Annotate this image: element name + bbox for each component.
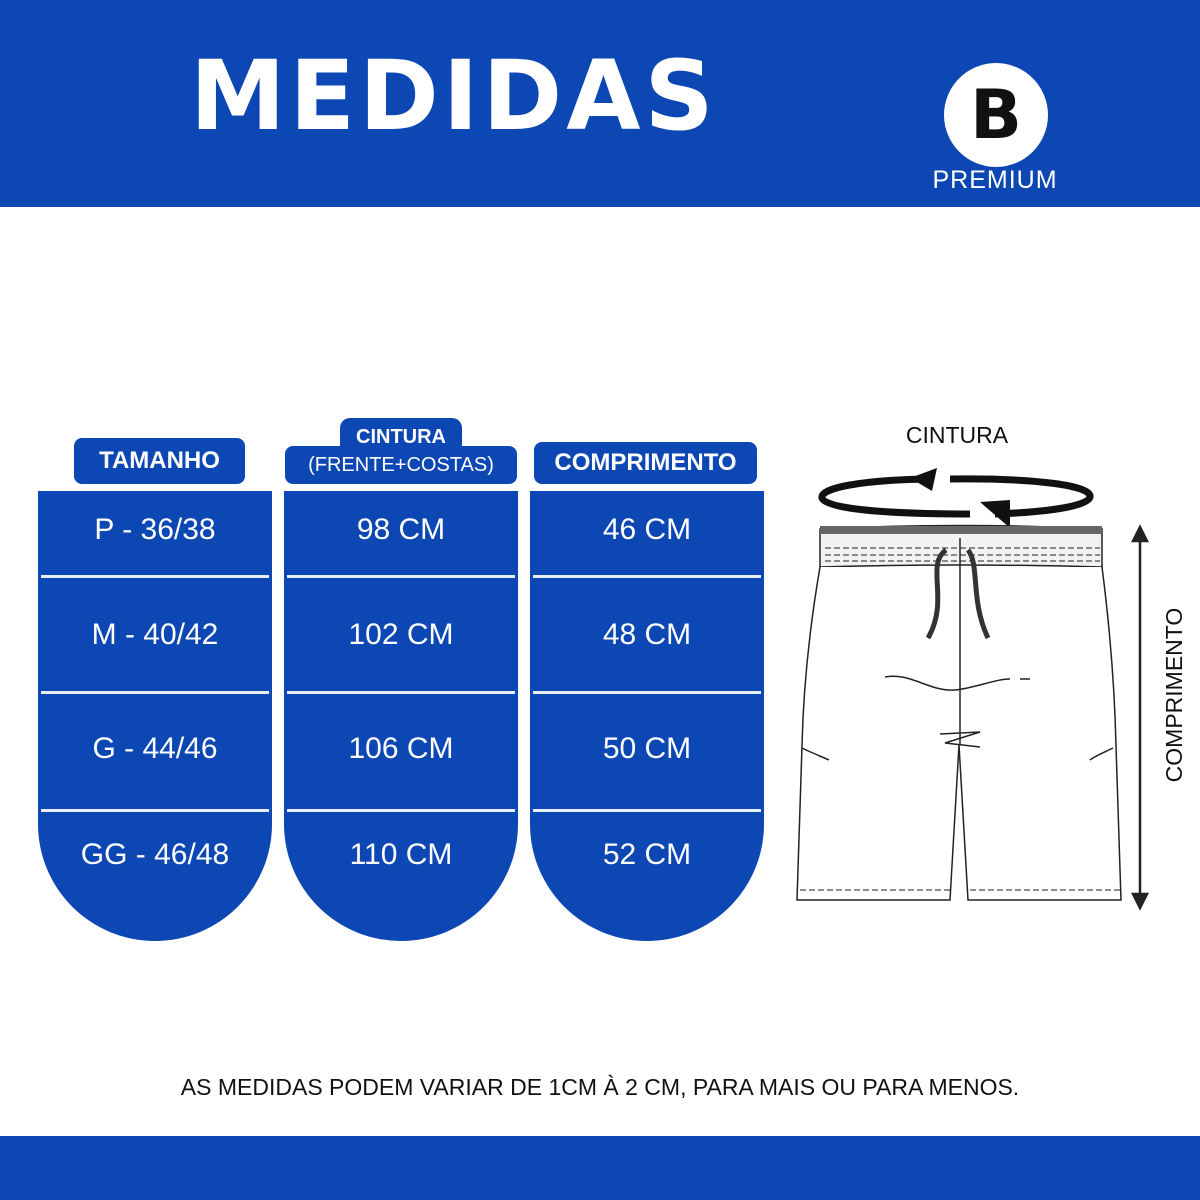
header-length-label: COMPRIMENTO [554, 449, 737, 476]
row-divider [533, 575, 761, 578]
header-waist: (FRENTE+COSTAS) [285, 446, 517, 484]
length-cell: 50 CM [602, 732, 692, 765]
size-cell: M - 40/42 [91, 618, 219, 651]
brand-logo: B [944, 63, 1048, 167]
length-arrow-icon [1130, 524, 1150, 911]
header-waist-label-2: (FRENTE+COSTAS) [308, 453, 494, 476]
row-divider [533, 691, 761, 694]
waist-arrow-icon [818, 468, 1094, 528]
logo-letter: B [970, 75, 1022, 155]
row-divider [41, 691, 269, 694]
logo-text: PREMIUM [932, 166, 1058, 194]
size-column: P - 36/38 M - 40/42 G - 44/46 GG - 46/48 [38, 491, 272, 941]
shorts-diagram: CINTURA COMPRIMENTO [796, 422, 1187, 911]
header-waist-label-1: CINTURA [356, 426, 446, 448]
length-label: COMPRIMENTO [1161, 608, 1187, 783]
header-length: COMPRIMENTO [534, 442, 757, 484]
row-divider [287, 691, 515, 694]
length-cell: 52 CM [602, 838, 692, 871]
shorts-icon [796, 524, 1122, 901]
row-divider [533, 809, 761, 812]
waist-cell: 102 CM [348, 618, 454, 651]
size-cell: GG - 46/48 [80, 838, 230, 871]
header-size-label: TAMANHO [99, 447, 220, 474]
row-divider [287, 575, 515, 578]
length-cell: 48 CM [602, 618, 692, 651]
header-size: TAMANHO [74, 438, 245, 484]
size-cell: P - 36/38 [94, 513, 216, 546]
size-cell: G - 44/46 [92, 732, 218, 765]
waist-cell: 110 CM [349, 838, 453, 871]
waist-label: CINTURA [906, 422, 1009, 448]
waist-cell: 98 CM [356, 513, 446, 546]
length-column: 46 CM 48 CM 50 CM 52 CM [530, 491, 764, 941]
row-divider [287, 809, 515, 812]
waist-column: 98 CM 102 CM 106 CM 110 CM [284, 491, 518, 941]
length-cell: 46 CM [602, 513, 692, 546]
footer-banner [0, 1136, 1200, 1200]
waist-cell: 106 CM [348, 732, 454, 765]
page-title: MEDIDAS [190, 40, 718, 152]
row-divider [41, 575, 269, 578]
disclaimer-note: AS MEDIDAS PODEM VARIAR DE 1CM À 2 CM, P… [180, 1074, 1020, 1100]
row-divider [41, 809, 269, 812]
